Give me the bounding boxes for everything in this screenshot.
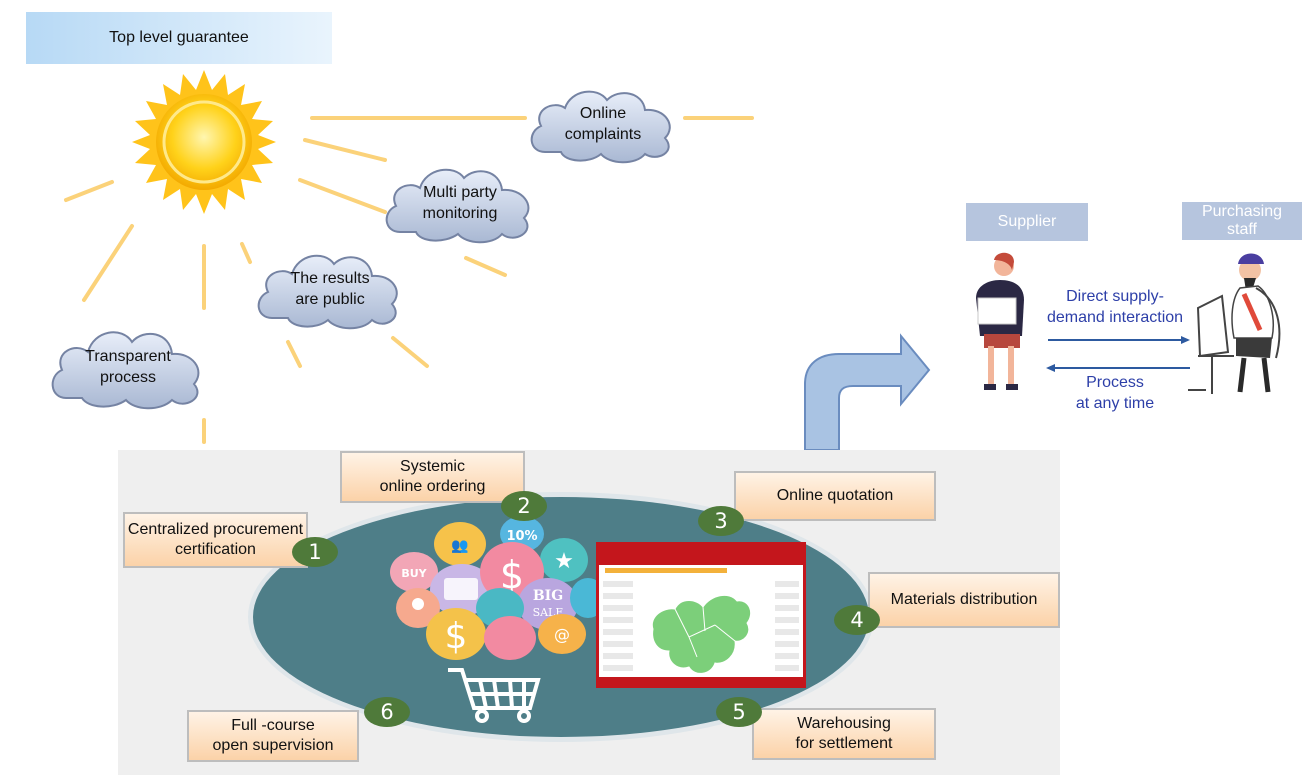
step-box-4: Materials distribution <box>868 572 1060 628</box>
step-number-1: 1 <box>308 540 322 564</box>
cloud-results-public: The results are public <box>254 246 406 332</box>
cloud-multi-party-monitoring-label: Multi party monitoring <box>382 182 538 224</box>
purchasing-staff-label-line1: Purchasing <box>1201 203 1283 220</box>
screenshot-left-list <box>603 581 633 677</box>
cloud-transparent-process: Transparent process <box>48 322 208 412</box>
step-number-6: 6 <box>380 700 394 724</box>
cloud-icon <box>530 90 671 164</box>
supplier-tag: Supplier <box>966 203 1088 241</box>
ray <box>298 178 387 214</box>
sun-icon <box>132 70 276 214</box>
interaction-arrows <box>1046 336 1190 372</box>
step-number-1-badge: 1 <box>292 537 338 567</box>
cloud-icon <box>257 254 398 330</box>
step-6-line1: Full -course <box>231 717 315 734</box>
step-5-line2: for settlement <box>795 735 893 752</box>
cloud-icon <box>51 331 200 410</box>
step-number-4-badge: 4 <box>834 605 880 635</box>
step-2-line1: Systemic <box>400 458 465 475</box>
supplier-label: Supplier <box>997 213 1057 230</box>
ray <box>240 242 252 264</box>
purchasing-staff-label-line2: staff <box>1227 221 1257 238</box>
step-number-2-badge: 2 <box>501 491 547 521</box>
screenshot-right-list <box>775 581 799 677</box>
cloud-online-complaints: Online complaints <box>527 82 679 166</box>
step-6-line2: open supervision <box>212 737 334 754</box>
screenshot-footer <box>599 677 803 685</box>
step-box-1: Centralized procurement certification <box>123 512 308 568</box>
direct-interaction-line2: demand interaction <box>1046 309 1184 326</box>
step-box-2: Systemic online ordering <box>340 451 525 503</box>
ray <box>64 180 114 202</box>
top-level-guarantee-banner: Top level guarantee <box>26 12 332 64</box>
cloud-line: Online <box>579 105 627 122</box>
ray <box>464 256 507 277</box>
cloud-line: monitoring <box>422 205 498 222</box>
step-number-3: 3 <box>714 509 728 533</box>
direct-interaction-text: Direct supply- demand interaction <box>1030 286 1200 328</box>
step-number-6-badge: 6 <box>364 697 410 727</box>
step-box-6: Full -course open supervision <box>187 710 359 762</box>
ray <box>286 340 302 368</box>
process-any-time-text: Process at any time <box>1040 372 1190 414</box>
step-number-3-badge: 3 <box>698 506 744 536</box>
cloud-line: Transparent <box>85 348 171 365</box>
platform-screenshot <box>596 542 806 688</box>
cloud-line: complaints <box>564 126 642 143</box>
step-box-3: Online quotation <box>734 471 936 521</box>
cloud-line: Multi party <box>423 184 497 201</box>
cloud-multi-party-monitoring: Multi party monitoring <box>382 160 538 246</box>
step-3-label: Online quotation <box>776 487 894 504</box>
purchasing-staff-person-icon <box>1188 253 1281 394</box>
shopping-cart-icon <box>448 668 541 723</box>
ray <box>303 138 387 162</box>
svg-text:👥: 👥 <box>451 538 468 554</box>
cloud-line: process <box>99 369 157 386</box>
process-line1: Process <box>1086 374 1144 391</box>
step-box-5: Warehousing for settlement <box>752 708 936 760</box>
cloud-line: The results <box>290 270 370 287</box>
ray <box>82 224 134 302</box>
at-bubble-label: @ <box>554 625 570 644</box>
step-number-5-badge: 5 <box>716 697 762 727</box>
cloud-icon <box>385 168 530 244</box>
screenshot-notice-bar <box>605 568 728 573</box>
supplier-person-icon <box>976 252 1024 390</box>
direct-interaction-line1: Direct supply- <box>1066 288 1164 305</box>
step-1-line1: Centralized procurement <box>127 521 304 538</box>
step-number-2: 2 <box>517 494 531 518</box>
svg-text:★: ★ <box>554 549 574 574</box>
china-map-icon <box>651 594 752 674</box>
screenshot-header <box>599 545 803 565</box>
ray <box>391 336 429 368</box>
cloud-line: are public <box>295 291 365 308</box>
curved-arrow-icon <box>804 333 931 451</box>
cloud-results-public-label: The results are public <box>254 268 406 310</box>
dollar-bubble-label-2: $ <box>445 616 468 657</box>
step-1-line2: certification <box>175 541 256 558</box>
buy-bubble-label: BUY <box>401 567 427 580</box>
cloud-transparent-process-label: Transparent process <box>48 346 208 388</box>
step-2-line2: online ordering <box>379 478 486 495</box>
step-number-4: 4 <box>850 608 864 632</box>
step-5-line1: Warehousing <box>797 715 891 732</box>
percent-bubble-label: 10% <box>506 529 537 544</box>
step-number-5: 5 <box>732 700 746 724</box>
cloud-online-complaints-label: Online complaints <box>527 103 679 145</box>
step-4-label: Materials distribution <box>890 591 1038 608</box>
top-level-guarantee-label: Top level guarantee <box>109 29 249 46</box>
process-line2: at any time <box>1075 395 1155 412</box>
shopping-bubbles-illustration: 👥 10% ★ BUY $ BIG SALE $ @ <box>390 516 606 723</box>
purchasing-staff-tag: Purchasing staff <box>1182 202 1302 240</box>
big-sale-line1: BIG <box>533 588 563 604</box>
